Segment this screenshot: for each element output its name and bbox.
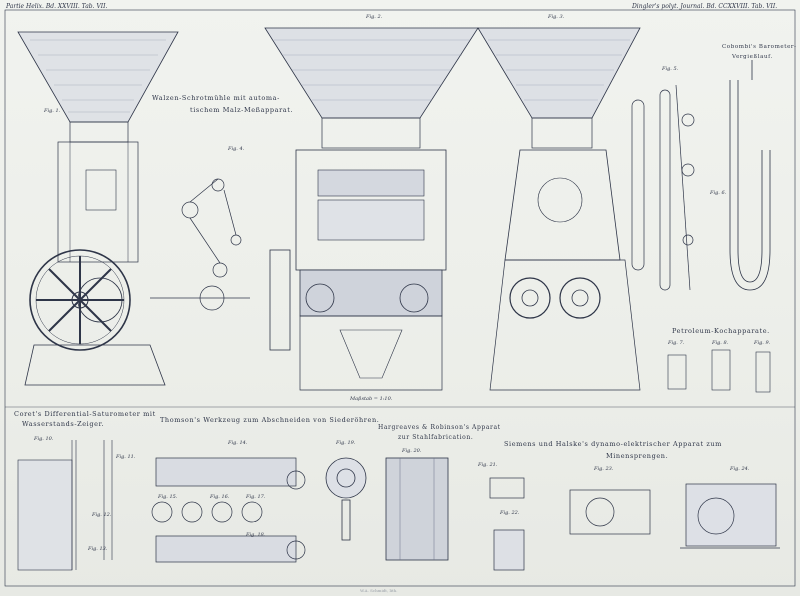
fig-label-14: Fig. 14. bbox=[228, 440, 248, 446]
caption-siemens: Siemens und Halske's dynamo-elektrischer… bbox=[504, 440, 722, 448]
siemens-drawings bbox=[489, 477, 780, 571]
fig4-drawing bbox=[181, 178, 242, 311]
fig-label-5: Fig. 5. bbox=[662, 66, 679, 72]
fig5-drawing bbox=[631, 84, 695, 291]
caption-petroleum: Petroleum-Kochapparate. bbox=[672, 327, 770, 335]
caption-walzen-2: tischem Malz-Meßapparat. bbox=[190, 106, 294, 114]
fig-label-3: Fig. 3. bbox=[548, 14, 565, 20]
scale-note: Maßstab = 1:10. bbox=[350, 396, 393, 402]
caption-coret-2: Wasserstands-Zeiger. bbox=[22, 420, 105, 428]
fig-label-18: Fig. 18. bbox=[246, 532, 266, 538]
fig2-drawing bbox=[264, 27, 479, 391]
caption-walzen: Walzen-Schrotmühle mit automa- bbox=[152, 94, 280, 102]
hargreaves-drawing bbox=[385, 457, 449, 561]
caption-hargreaves-2: zur Stahlfabrication. bbox=[398, 434, 474, 441]
fig-label-9: Fig. 9. bbox=[754, 340, 771, 346]
thomson-drawings bbox=[151, 457, 306, 563]
caption-barometer-2: Vergießlauf. bbox=[732, 54, 773, 60]
fig-label-8: Fig. 8. bbox=[712, 340, 729, 346]
fig-label-15: Fig. 15. bbox=[158, 494, 178, 500]
fig1-drawing bbox=[17, 31, 250, 386]
fig-label-13: Fig. 13. bbox=[88, 546, 108, 552]
caption-coret: Coret's Differential-Saturometer mit bbox=[14, 410, 156, 418]
fig19-drawing bbox=[325, 457, 367, 541]
petroleum-drawings bbox=[667, 349, 771, 393]
fig-label-16: Fig. 16. bbox=[210, 494, 230, 500]
fig-label-17: Fig. 17. bbox=[246, 494, 266, 500]
fig-label-20: Fig. 20. bbox=[402, 448, 422, 454]
fig-label-6: Fig. 6. bbox=[710, 190, 727, 196]
fig-label-23: Fig. 23. bbox=[594, 466, 614, 472]
caption-hargreaves: Hargreaves & Robinson's Apparat bbox=[378, 424, 501, 431]
fig-label-21: Fig. 21. bbox=[478, 462, 498, 468]
caption-thomson: Thomson's Werkzeug zum Abschneiden von S… bbox=[160, 416, 380, 424]
plate-footer: W.A. Schmidt, lith. bbox=[360, 588, 398, 593]
barometer-drawing bbox=[729, 60, 771, 291]
fig-label-2: Fig. 2. bbox=[366, 14, 383, 20]
fig-label-19: Fig. 19. bbox=[336, 440, 356, 446]
fig3-drawing bbox=[477, 27, 641, 391]
caption-barometer: Cobombi's Barometer- bbox=[722, 44, 797, 50]
fig-label-24: Fig. 24. bbox=[730, 466, 750, 472]
caption-siemens-2: Minensprengen. bbox=[606, 452, 669, 460]
fig-label-4: Fig. 4. bbox=[228, 146, 245, 152]
fig-label-7: Fig. 7. bbox=[668, 340, 685, 346]
fig-label-10: Fig. 10. bbox=[34, 436, 54, 442]
fig-label-11: Fig. 11. bbox=[116, 454, 136, 460]
plate-header-right: Dingler's polyt. Journal. Bd. CCXXVIII. … bbox=[632, 3, 778, 10]
fig-label-12: Fig. 12. bbox=[92, 512, 112, 518]
plate-header-left: Partie Helix. Bd. XXVIII. Tab. VII. bbox=[6, 3, 108, 10]
fig-label-1: Fig. 1. bbox=[44, 108, 61, 114]
coret-drawings bbox=[17, 440, 113, 571]
fig-label-22: Fig. 22. bbox=[500, 510, 520, 516]
plate-border bbox=[4, 9, 796, 587]
